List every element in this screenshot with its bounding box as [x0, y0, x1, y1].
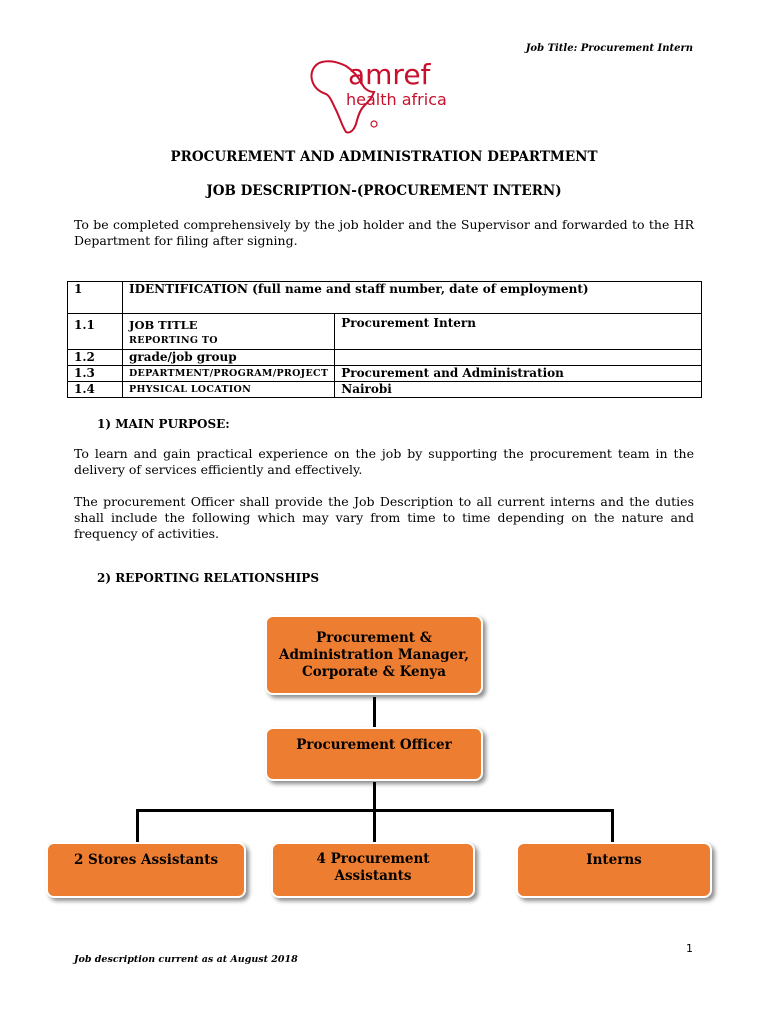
row-num: 1.1: [67, 313, 123, 350]
row-label: DEPARTMENT/PROGRAM/PROJECT: [121, 365, 336, 382]
identification-table: 1 IDENTIFICATION (full name and staff nu…: [67, 281, 702, 398]
reporting-relationships-heading: 2) REPORTING RELATIONSHIPS: [97, 571, 319, 585]
row-label: PHYSICAL LOCATION: [121, 381, 336, 398]
row-value: [334, 349, 702, 366]
row-label: JOB TITLE: [129, 318, 198, 332]
org-box-interns: Interns: [516, 842, 712, 898]
ident-heading: IDENTIFICATION (full name and staff numb…: [122, 281, 702, 314]
table-row: 1.3 DEPARTMENT/PROGRAM/PROJECT Procureme…: [67, 365, 702, 382]
africa-outline-icon: [310, 60, 378, 134]
header-job-title: Job Title: Procurement Intern: [525, 43, 693, 54]
connector-line: [373, 697, 376, 729]
row-num: 1.3: [67, 365, 123, 382]
row-label: grade/job group: [121, 349, 336, 366]
ident-num: 1: [67, 281, 123, 314]
org-box-procurement-assistants: 4 Procurement Assistants: [271, 842, 475, 898]
footer-note: Job description current as at August 201…: [74, 954, 298, 965]
logo-health-africa-text: health africa: [346, 90, 447, 109]
org-box-procurement-officer: Procurement Officer: [265, 727, 483, 781]
connector-line: [373, 809, 376, 843]
duties-intro-text: The procurement Officer shall provide th…: [74, 494, 694, 541]
org-box-label: Interns: [586, 852, 642, 868]
row-num: 1.4: [67, 381, 123, 398]
job-description-title: JOB DESCRIPTION-(PROCUREMENT INTERN): [206, 183, 562, 199]
org-box-manager: Procurement & Administration Manager, Co…: [265, 615, 483, 695]
row-value: Procurement Intern: [334, 313, 702, 350]
main-purpose-heading: 1) MAIN PURPOSE:: [97, 417, 230, 431]
table-row: 1.2 grade/job group: [67, 349, 702, 366]
intro-text: To be completed comprehensively by the j…: [74, 217, 694, 248]
row-sublabel: REPORTING TO: [129, 335, 218, 346]
org-box-label: 2 Stores Assistants: [73, 852, 219, 868]
main-purpose-text: To learn and gain practical experience o…: [74, 446, 694, 477]
amref-logo: amref health africa: [308, 58, 453, 136]
org-box-label: Procurement & Administration Manager, Co…: [279, 629, 469, 680]
row-value: Procurement and Administration: [334, 365, 702, 382]
org-box-label: 4 Procurement Assistants: [316, 851, 430, 884]
org-box-label: Procurement Officer: [296, 737, 452, 753]
department-title: PROCUREMENT AND ADMINISTRATION DEPARTMEN…: [170, 149, 598, 165]
connector-line: [373, 782, 376, 810]
table-row: 1.1 JOB TITLE REPORTING TO Procurement I…: [67, 313, 702, 350]
row-value: Nairobi: [334, 381, 702, 398]
org-box-stores-assistants: 2 Stores Assistants: [46, 842, 246, 898]
logo-amref-text: amref: [348, 58, 431, 91]
connector-line: [136, 809, 139, 843]
row-num: 1.2: [67, 349, 123, 366]
page-number: 1: [686, 942, 693, 955]
table-row: 1.4 PHYSICAL LOCATION Nairobi: [67, 381, 702, 398]
connector-line: [611, 809, 614, 843]
